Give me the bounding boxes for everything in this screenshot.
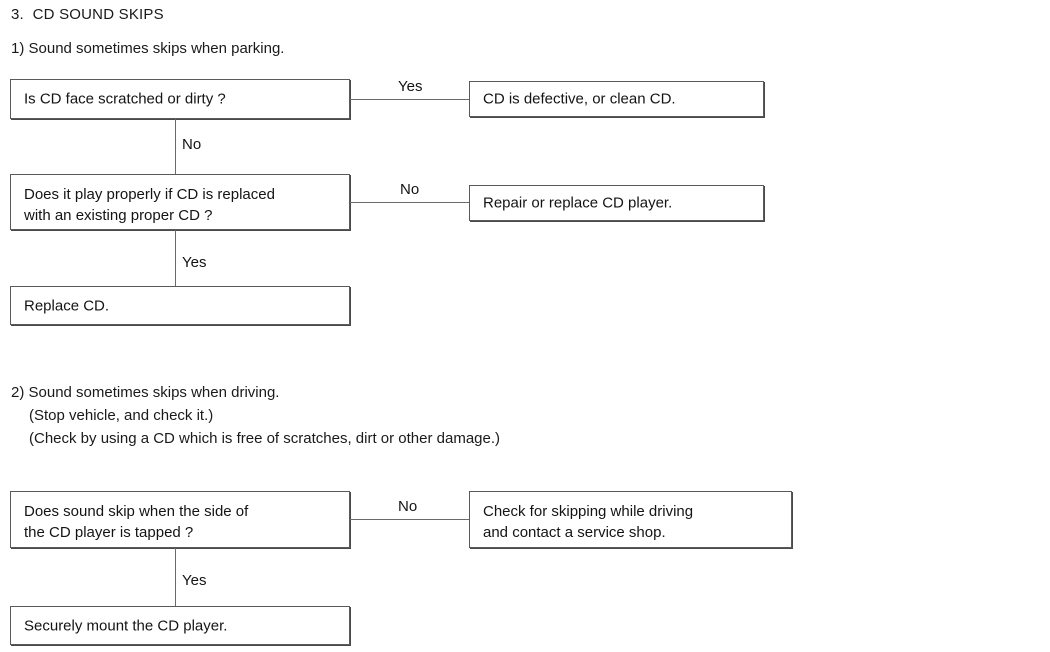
result-box-cd-defective: CD is defective, or clean CD.	[469, 81, 764, 117]
result-box-repair-replace-player: Repair or replace CD player.	[469, 185, 764, 221]
edge-label-case2-q1-no: No	[398, 498, 418, 515]
connector-q1-no	[175, 119, 176, 174]
decision-box-sound-skip-tapped-label: Does sound skip when the side of the CD …	[24, 503, 249, 541]
edge-label-case2-q1-yes: Yes	[182, 572, 207, 589]
result-box-check-skipping-driving-label: Check for skipping while driving and con…	[483, 503, 694, 541]
decision-box-cd-face-scratched-label: Is CD face scratched or dirty ?	[24, 90, 226, 108]
edge-label-q2-yes: Yes	[182, 254, 207, 271]
decision-box-play-properly-label: Does it play properly if CD is replaced …	[24, 186, 275, 224]
result-box-check-skipping-driving: Check for skipping while driving and con…	[469, 491, 792, 548]
edge-label-q1-yes: Yes	[398, 78, 423, 95]
connector-case2-q1-yes	[175, 548, 176, 606]
case2-note-check-cd: (Check by using a CD which is free of sc…	[29, 430, 501, 447]
result-box-replace-cd: Replace CD.	[10, 286, 350, 325]
result-box-securely-mount-player-label: Securely mount the CD player.	[24, 617, 228, 634]
case1-title: 1) Sound sometimes skips when parking.	[11, 40, 285, 57]
edge-label-q1-no: No	[182, 136, 202, 153]
connector-case2-q1-no	[350, 519, 469, 520]
connector-q2-no	[350, 202, 469, 203]
connector-q1-yes	[350, 99, 469, 100]
result-box-securely-mount-player: Securely mount the CD player.	[10, 606, 350, 645]
result-box-replace-cd-label: Replace CD.	[24, 297, 110, 314]
result-box-repair-replace-player-label: Repair or replace CD player.	[483, 194, 673, 212]
case2-title: 2) Sound sometimes skips when driving.	[11, 384, 280, 401]
decision-box-play-properly: Does it play properly if CD is replaced …	[10, 174, 350, 230]
edge-label-q2-no: No	[400, 181, 420, 198]
decision-box-sound-skip-tapped: Does sound skip when the side of the CD …	[10, 491, 350, 548]
decision-box-cd-face-scratched: Is CD face scratched or dirty ?	[10, 79, 350, 119]
page-title: 3. CD SOUND SKIPS	[11, 6, 164, 23]
case2-note-stop-vehicle: (Stop vehicle, and check it.)	[29, 407, 214, 424]
connector-q2-yes	[175, 230, 176, 286]
result-box-cd-defective-label: CD is defective, or clean CD.	[483, 90, 676, 108]
